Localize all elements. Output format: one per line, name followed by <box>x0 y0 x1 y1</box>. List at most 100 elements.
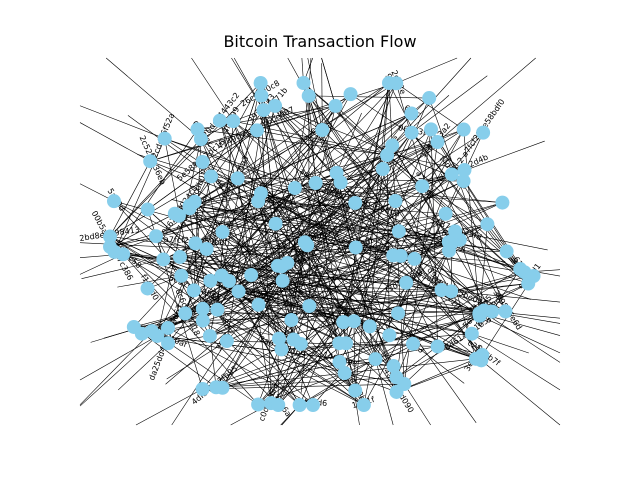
edge <box>278 321 355 406</box>
edge <box>257 343 347 405</box>
edge <box>268 339 294 403</box>
edge <box>184 187 296 314</box>
edge <box>194 201 294 340</box>
graph-node <box>386 359 401 374</box>
edge <box>282 280 365 406</box>
graph-node <box>271 398 286 412</box>
edge <box>79 242 207 250</box>
edge <box>117 275 182 288</box>
graph-node <box>368 352 383 367</box>
graph-node <box>188 236 203 251</box>
edge <box>166 340 228 380</box>
edge <box>281 242 306 350</box>
edge <box>260 192 414 344</box>
graph-node <box>231 284 246 299</box>
graph-node <box>332 336 347 351</box>
edge <box>109 174 452 248</box>
graph-node <box>292 398 307 412</box>
edge <box>202 132 412 390</box>
edge <box>109 176 212 237</box>
graph-node <box>346 314 361 329</box>
graph-node <box>214 268 229 283</box>
graph-node <box>381 76 396 90</box>
edge <box>256 130 294 340</box>
edge <box>156 130 258 337</box>
graph-node <box>187 194 202 209</box>
graph-node <box>253 186 268 201</box>
edge <box>105 57 202 140</box>
graph-node <box>156 252 171 267</box>
edge <box>206 141 438 250</box>
edge <box>411 132 529 284</box>
graph-node <box>301 88 316 103</box>
graph-node <box>251 297 266 312</box>
edge <box>109 236 279 406</box>
edge <box>354 82 390 391</box>
edge <box>304 105 336 243</box>
edge <box>321 57 336 106</box>
edge <box>322 129 337 173</box>
edge <box>163 259 345 374</box>
graph-node <box>526 269 541 284</box>
graph-node <box>150 328 165 343</box>
edge <box>79 335 158 407</box>
graph-node <box>103 239 117 254</box>
graph-node <box>215 380 230 395</box>
graph-node <box>404 106 419 121</box>
edge <box>238 291 506 312</box>
edge <box>226 110 264 342</box>
graph-node <box>407 251 422 266</box>
graph-node <box>106 194 121 209</box>
edge <box>233 266 282 311</box>
edge <box>257 201 288 264</box>
edge <box>189 93 351 209</box>
edge <box>281 333 472 350</box>
edge <box>353 321 356 391</box>
graph-node <box>251 397 266 412</box>
edge <box>200 138 310 307</box>
graph-node <box>161 336 176 351</box>
edge <box>406 282 480 314</box>
graph-node <box>275 273 290 288</box>
edge <box>263 109 310 307</box>
edge <box>260 192 453 243</box>
graph-node <box>415 179 430 194</box>
edge <box>388 82 506 312</box>
edge <box>179 213 446 258</box>
graph-node <box>202 328 217 343</box>
edge <box>306 245 340 344</box>
nodes-layer <box>103 76 541 412</box>
chart-title: Bitcoin Transaction Flow <box>223 32 417 51</box>
graph-node <box>337 366 352 381</box>
graph-node <box>140 202 155 217</box>
edge <box>391 94 450 146</box>
edge <box>304 241 442 291</box>
edge <box>397 313 482 361</box>
edge <box>304 242 394 367</box>
graph-node <box>430 339 445 354</box>
edge <box>194 201 217 388</box>
graph-node <box>348 383 363 398</box>
edge <box>386 155 442 291</box>
edge <box>164 138 534 277</box>
edge <box>386 155 390 336</box>
edge <box>167 327 314 406</box>
graph-node <box>215 224 230 239</box>
graph-node <box>456 122 471 137</box>
graph-node <box>348 195 363 210</box>
edge <box>479 315 561 354</box>
graph-node <box>498 304 513 319</box>
graph-node <box>195 301 210 316</box>
edge <box>164 138 356 204</box>
graph-node <box>186 283 201 298</box>
edge <box>216 342 340 388</box>
graph-node <box>296 76 311 90</box>
graph-node <box>430 135 445 150</box>
graph-node <box>157 131 172 146</box>
edge <box>308 97 316 184</box>
edge <box>202 97 430 321</box>
graph-node <box>480 217 495 232</box>
edge <box>210 129 323 281</box>
edge <box>428 97 506 312</box>
edge <box>178 215 401 257</box>
